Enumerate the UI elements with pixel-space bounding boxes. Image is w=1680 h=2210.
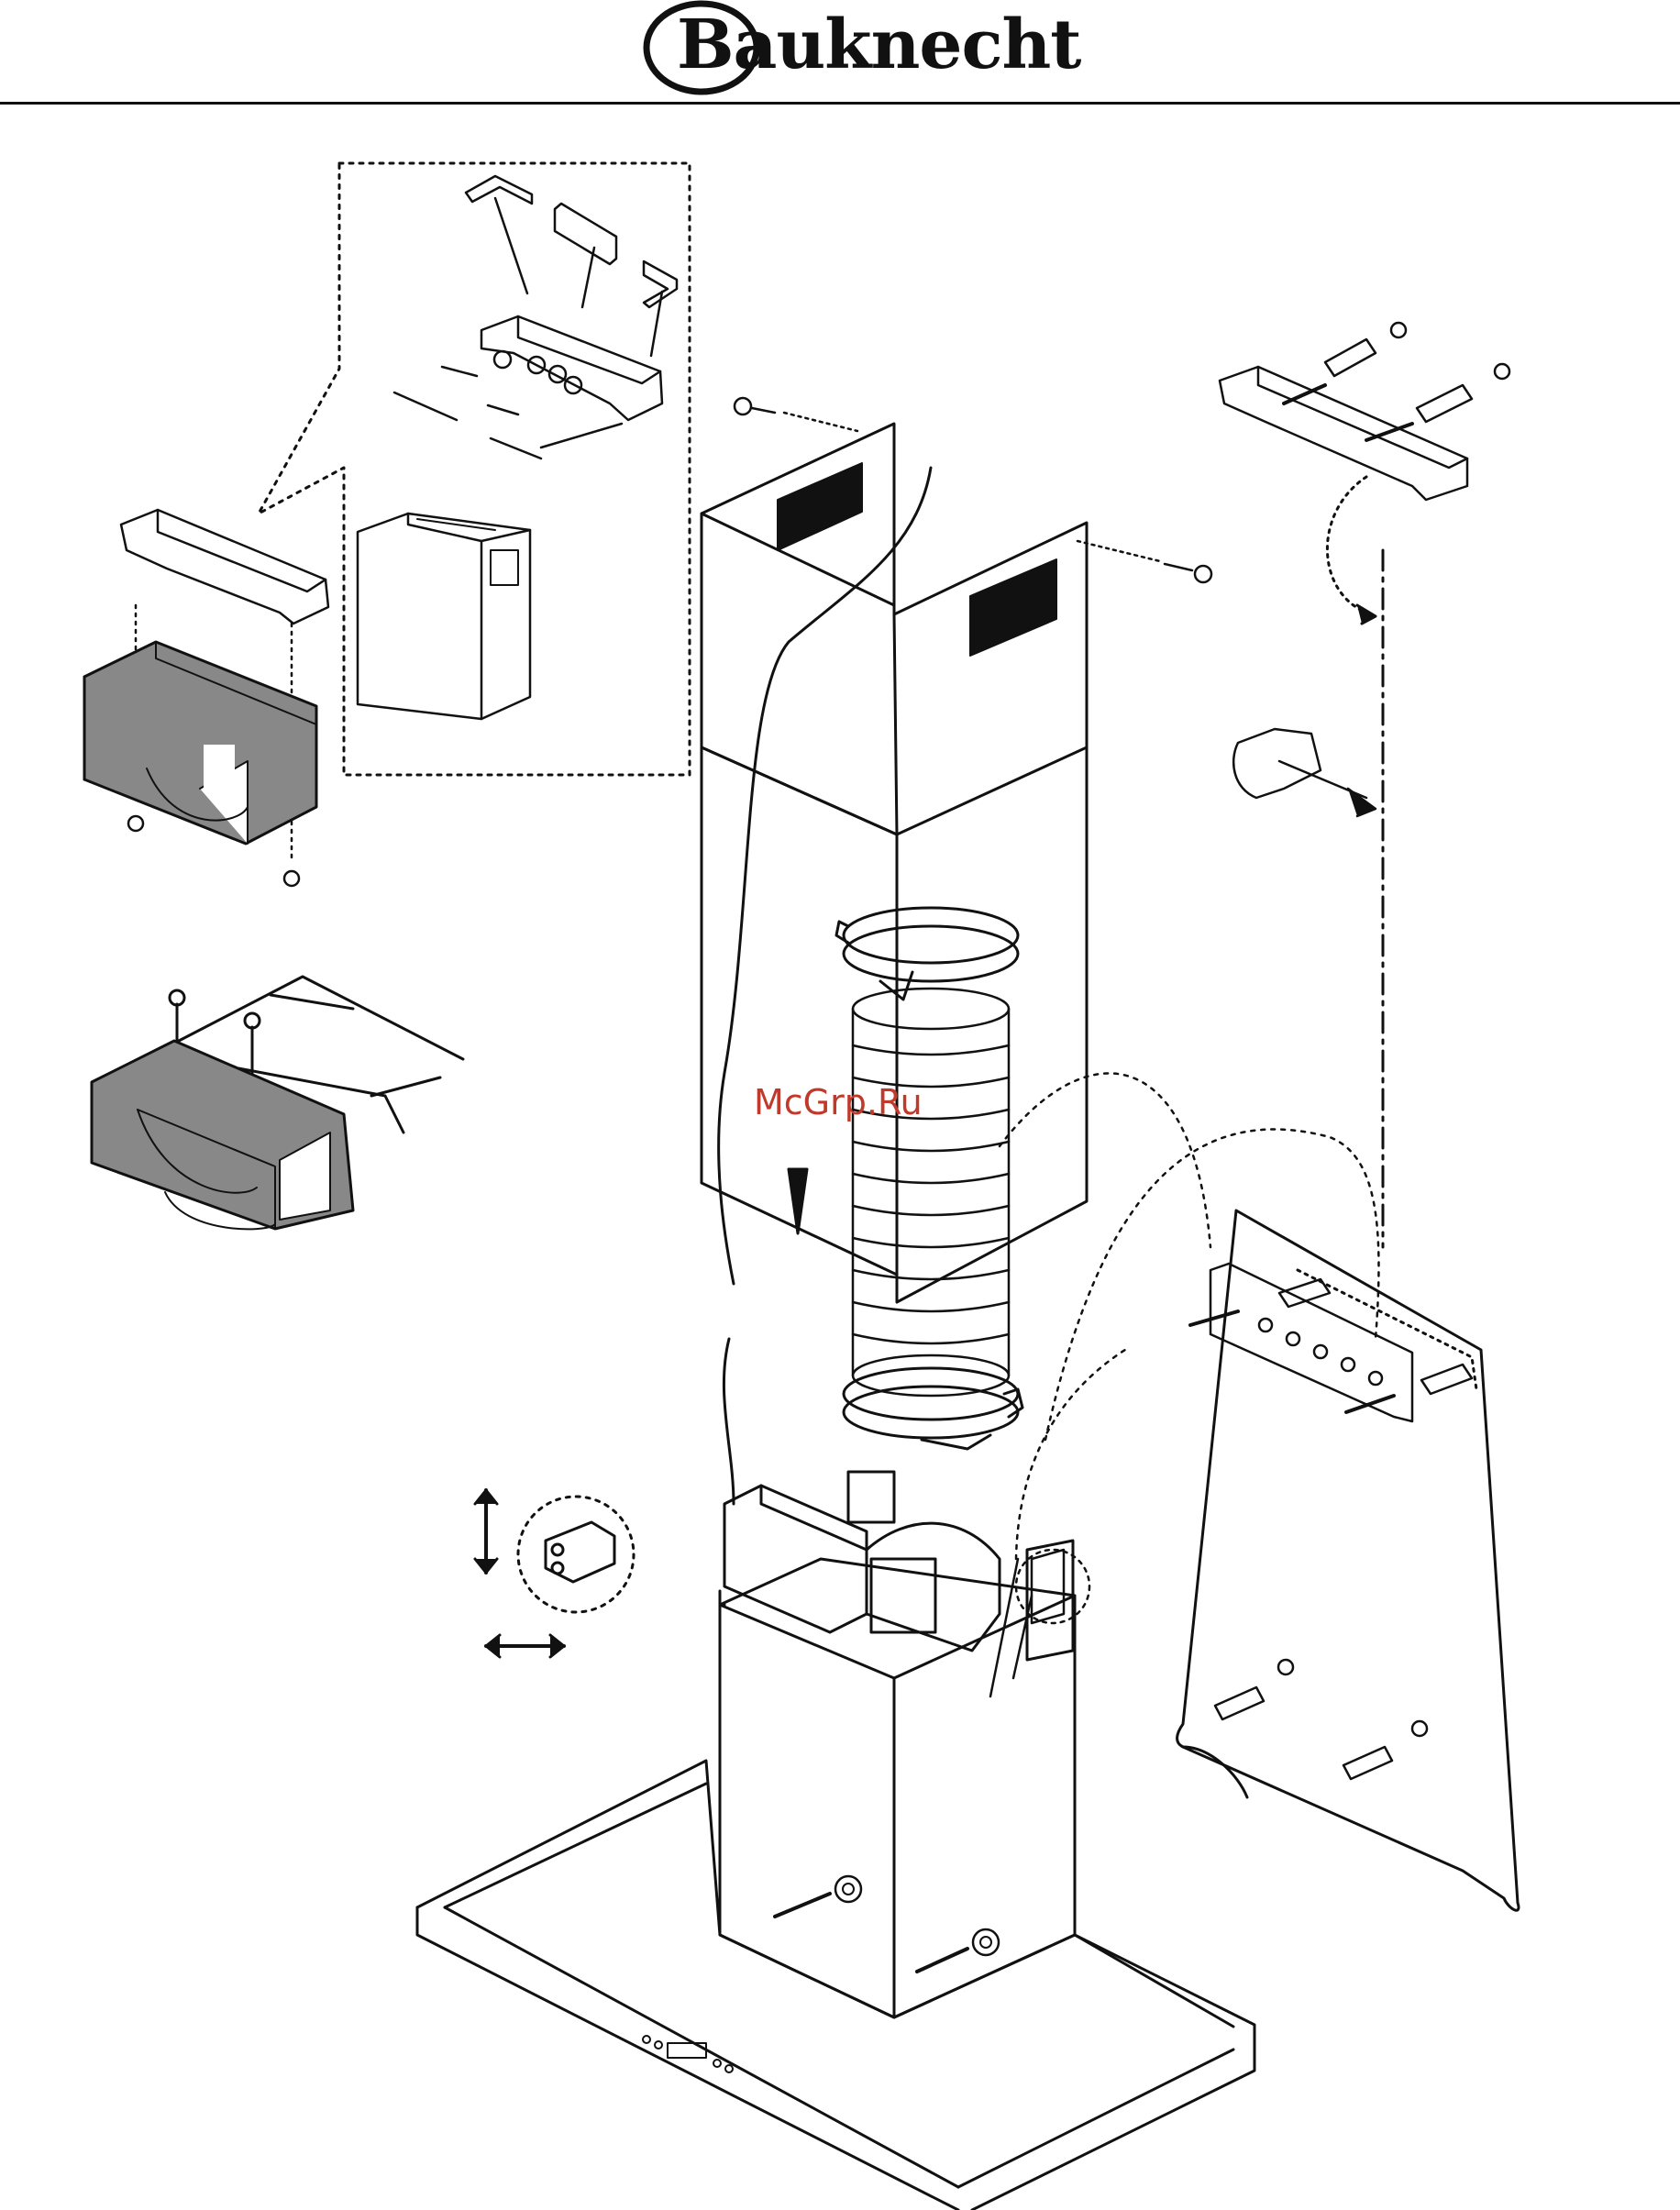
detail-brackets (394, 176, 677, 459)
hood-canopy (417, 1761, 1254, 2210)
motor-unit (720, 1472, 1073, 1660)
wall-plugs (1215, 1660, 1427, 1779)
hose-clamp-bottom (844, 1368, 1022, 1449)
watermark: McGrp.Ru (754, 1082, 923, 1122)
air-diverter-upper (84, 642, 316, 886)
cover-panel (358, 514, 530, 719)
air-diverter-lower (92, 977, 463, 1229)
ceiling-bracket-right (1220, 323, 1509, 500)
motor-housing (720, 1559, 1075, 2017)
chimney-upper-section (702, 424, 1087, 1302)
wall-bracket (1190, 1264, 1472, 1421)
flexible-duct (853, 989, 1009, 1396)
hose-clamp-top (836, 908, 1018, 1000)
detail-callout-box (259, 163, 690, 775)
plumb-line (1327, 477, 1383, 1247)
drilling-template-marker (1233, 729, 1376, 816)
connector-detail (475, 1490, 634, 1657)
routing-arcs (1000, 1073, 1378, 1559)
power-cable (719, 468, 931, 1504)
